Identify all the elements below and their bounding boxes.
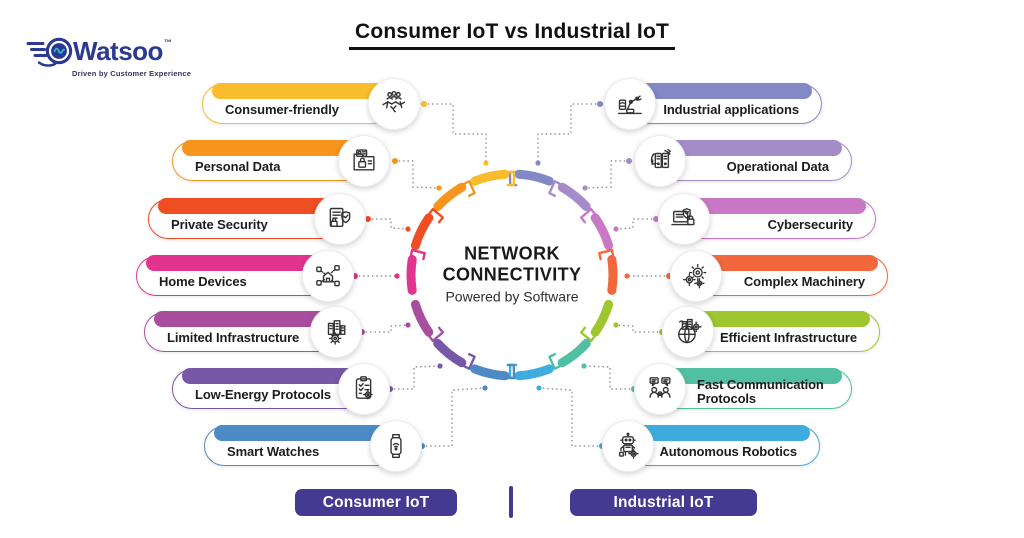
pill-consumer-friendly: Consumer-friendly xyxy=(202,78,420,130)
trademark-symbol: ™ xyxy=(163,37,172,47)
pill-label: Autonomous Robotics xyxy=(659,444,798,459)
center-hub-text: NETWORK CONNECTIVITY Powered by Software xyxy=(412,244,612,305)
pill-stripe xyxy=(182,140,385,157)
pill-operational-data: Operational Data xyxy=(634,135,852,187)
pill-limited-infrastructure: Limited Infrastructure xyxy=(144,306,362,358)
page-title: Consumer IoT vs Industrial IoT xyxy=(348,20,676,50)
pill-personal-data: Personal Data xyxy=(172,135,390,187)
pill-stripe xyxy=(212,83,415,100)
smart-home-icon xyxy=(302,250,354,302)
globe-infrastructure-icon xyxy=(662,306,714,358)
pill-private-security: Private Security xyxy=(148,193,366,245)
city-gear-icon xyxy=(310,306,362,358)
pill-fast-communication-protocols: Fast Communication Protocols xyxy=(634,363,852,415)
pill-smart-watches: Smart Watches xyxy=(204,420,422,472)
pill-label: Industrial applications xyxy=(663,102,799,117)
gears-icon xyxy=(670,250,722,302)
pill-autonomous-robotics: Autonomous Robotics xyxy=(602,420,820,472)
pill-label: Personal Data xyxy=(195,159,281,174)
pill-home-devices: Home Devices xyxy=(136,250,354,302)
pill-label: Low-Energy Protocols xyxy=(195,387,331,402)
smart-watch-icon xyxy=(370,420,422,472)
center-title-line2: CONNECTIVITY xyxy=(442,264,582,285)
data-servers-icon xyxy=(634,135,686,187)
pill-label: Consumer-friendly xyxy=(225,102,339,117)
pill-label: Fast Communication Protocols xyxy=(697,377,824,406)
watsoo-logo: Watsoo ™ Driven by Customer Experience xyxy=(26,28,191,78)
consumer-iot-chip: Consumer IoT xyxy=(295,489,457,516)
handshake-icon xyxy=(368,78,420,130)
pill-stripe xyxy=(158,198,361,215)
pill-stripe xyxy=(663,198,866,215)
brand-tagline: Driven by Customer Experience xyxy=(72,69,192,78)
industrial-iot-chip: Industrial IoT xyxy=(570,489,757,516)
pill-label: Cybersecurity xyxy=(767,217,854,232)
pill-label: Smart Watches xyxy=(227,444,320,459)
pill-label: Complex Machinery xyxy=(743,274,865,289)
robot-icon xyxy=(602,420,654,472)
personal-data-icon xyxy=(338,135,390,187)
pill-cybersecurity: Cybersecurity xyxy=(658,193,876,245)
pill-stripe xyxy=(609,83,812,100)
pill-stripe xyxy=(146,255,349,272)
pill-stripe xyxy=(639,368,842,385)
cybersecurity-icon xyxy=(658,193,710,245)
footer-divider xyxy=(509,486,513,518)
pill-label: Operational Data xyxy=(726,159,830,174)
pill-label: Efficient Infrastructure xyxy=(719,330,857,345)
pill-label: Limited Infrastructure xyxy=(167,330,300,345)
pill-complex-machinery: Complex Machinery xyxy=(670,250,888,302)
checklist-icon xyxy=(338,363,390,415)
pill-efficient-infrastructure: Efficient Infrastructure xyxy=(662,306,880,358)
pill-industrial-applications: Industrial applications xyxy=(604,78,822,130)
center-title-line1: NETWORK xyxy=(464,243,560,264)
pill-label: Home Devices xyxy=(159,274,247,289)
robotic-arm-icon xyxy=(604,78,656,130)
pill-stripe xyxy=(639,140,842,157)
secure-document-icon xyxy=(314,193,366,245)
communication-icon xyxy=(634,363,686,415)
pill-low-energy-protocols: Low-Energy Protocols xyxy=(172,363,390,415)
pill-stripe xyxy=(667,311,870,328)
brand-name: Watsoo xyxy=(73,35,163,66)
pill-stripe xyxy=(214,425,417,442)
pill-stripe xyxy=(607,425,810,442)
pill-stripe xyxy=(182,368,385,385)
center-subtitle: Powered by Software xyxy=(445,288,579,305)
watsoo-logo-icon xyxy=(26,37,73,67)
pill-label: Private Security xyxy=(171,217,268,232)
pill-stripe xyxy=(154,311,357,328)
pill-stripe xyxy=(675,255,878,272)
